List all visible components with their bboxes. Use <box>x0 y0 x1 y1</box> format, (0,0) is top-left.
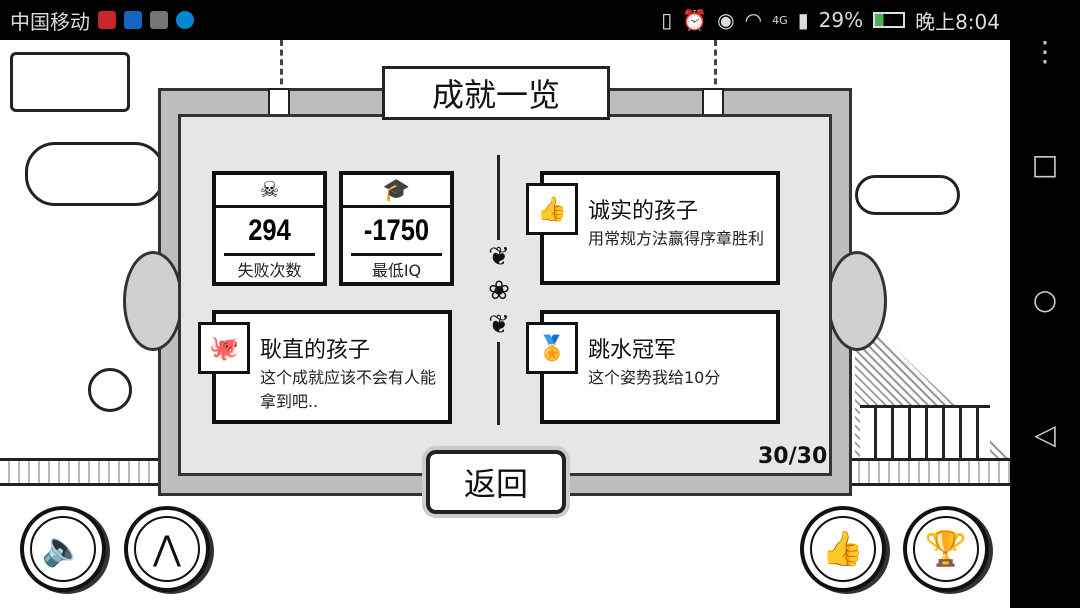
share-button[interactable]: ⋀ <box>124 506 210 592</box>
alarm-icon: ⏰ <box>682 8 708 32</box>
stat-label: 失败次数 <box>237 261 302 280</box>
panel-ear-left <box>123 251 183 351</box>
achievement-title: 跳水冠军 <box>588 338 677 363</box>
achievement-counter: 30/30 <box>758 444 828 469</box>
chain-left <box>280 40 288 94</box>
panel-ear-right <box>827 251 887 351</box>
flower-ornament-icon: ❦❀❦ <box>482 240 516 342</box>
signal-icon: ▮ <box>797 8 809 32</box>
panel-title: 成就一览 <box>382 66 610 120</box>
cloud-right <box>855 175 960 215</box>
carrier-label: 中国移动 <box>10 9 90 34</box>
network-label: 4G <box>772 13 788 27</box>
wifi-icon: ◠ <box>744 8 763 32</box>
skull-crossbones-icon: ☠ <box>216 175 323 208</box>
achievement-desc: 这个姿势我给10分 <box>588 368 721 387</box>
vibrate-icon: ▯ <box>661 8 673 32</box>
trophy-icon: 🏆 <box>913 516 979 582</box>
achievement-title: 诚实的孩子 <box>588 199 699 224</box>
thumbs-up-icon: 👍 <box>810 516 876 582</box>
stat-label: 最低IQ <box>371 261 422 280</box>
image-notification-icon <box>150 11 168 29</box>
graduation-cap-icon: 🎓 <box>343 175 450 208</box>
stat-failures: ☠ 294 失败次数 <box>212 171 327 286</box>
home-button[interactable]: ○ <box>1032 283 1058 316</box>
share-icon: ⋀ <box>134 516 200 582</box>
recent-apps-button[interactable]: □ <box>1031 148 1059 181</box>
android-nav-bar: ⋮ □ ○ ◁ <box>1010 35 1080 608</box>
battery-icon <box>873 12 906 28</box>
app-notification-icon <box>124 11 142 29</box>
mushroom <box>88 368 132 412</box>
stat-value: -1750 <box>351 208 442 256</box>
missed-call-icon <box>98 11 116 29</box>
trophy-button[interactable]: 🏆 <box>903 506 989 592</box>
achievement-card[interactable]: 🐙 耿直的孩子 这个成就应该不会有人能拿到吧.. <box>198 310 452 424</box>
thumbs-up-icon: 👍 <box>526 183 578 235</box>
achievement-desc: 用常规方法赢得序章胜利 <box>588 229 765 248</box>
battery-percent: 29% <box>818 8 864 32</box>
overflow-menu-icon[interactable]: ⋮ <box>1031 35 1059 68</box>
cloud-left <box>25 142 165 206</box>
medal-icon: 🏅 <box>526 322 578 374</box>
speaker-icon: 🔈 <box>30 516 96 582</box>
status-bar: 中国移动 ▯ ⏰ ◉ ◠ 4G ▮ 29% 晚上8:04 <box>0 0 1080 40</box>
chain-right <box>714 40 722 94</box>
message-notification-icon <box>176 11 194 29</box>
back-nav-button[interactable]: ◁ <box>1034 418 1056 451</box>
sign-block <box>10 52 130 112</box>
fence <box>860 405 990 460</box>
back-button[interactable]: 返回 <box>426 450 566 514</box>
achievement-card[interactable]: 🏅 跳水冠军 这个姿势我给10分 <box>526 310 780 424</box>
eye-icon: ◉ <box>717 8 735 32</box>
stat-value: 294 <box>224 208 315 256</box>
achievement-title: 耿直的孩子 <box>260 338 371 363</box>
achievement-card[interactable]: 👍 诚实的孩子 用常规方法赢得序章胜利 <box>526 171 780 285</box>
octopus-icon: 🐙 <box>198 322 250 374</box>
achievement-desc: 这个成就应该不会有人能拿到吧.. <box>260 368 437 411</box>
stat-lowest-iq: 🎓 -1750 最低IQ <box>339 171 454 286</box>
clock: 晚上8:04 <box>915 9 1000 34</box>
like-button[interactable]: 👍 <box>800 506 886 592</box>
sound-button[interactable]: 🔈 <box>20 506 106 592</box>
